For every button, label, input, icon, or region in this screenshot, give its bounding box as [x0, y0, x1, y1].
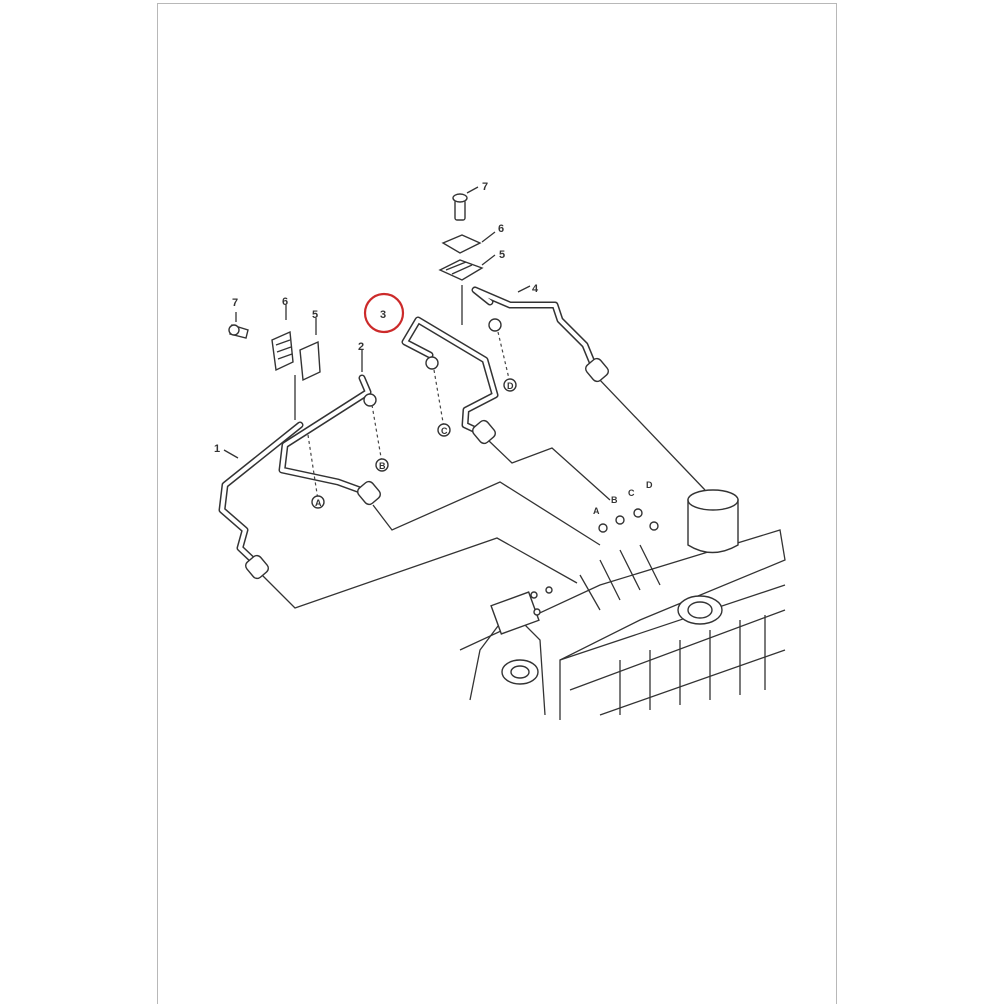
svg-text:C: C [441, 426, 448, 436]
highlight-circle [363, 292, 405, 334]
callout-pipe-4: 4 [532, 283, 539, 295]
routing-lines [261, 377, 706, 609]
svg-text:B: B [379, 461, 386, 471]
marker-a: A [311, 495, 325, 509]
injection-pipe-4 [471, 286, 609, 383]
callout-leaders [223, 186, 531, 459]
marker-b: B [375, 458, 389, 472]
callout-left-bracket-5: 5 [312, 309, 318, 321]
callout-pipe-3: 3 [380, 309, 386, 321]
engine-marker-b: B [611, 495, 618, 505]
connection-dashes [294, 285, 511, 501]
marker-d: D [503, 378, 517, 392]
callout-left-clamp-6: 6 [282, 296, 288, 308]
callout-left-bolt-7: 7 [232, 297, 238, 309]
engine-marker-c: C [628, 488, 635, 498]
callout-pipe-2: 2 [358, 341, 364, 353]
svg-text:B: B [611, 495, 618, 505]
marker-c: C [437, 423, 451, 437]
svg-text:D: D [507, 381, 514, 391]
injection-pipe-1 [218, 421, 304, 580]
svg-text:A: A [593, 506, 600, 516]
svg-text:A: A [315, 498, 322, 508]
callout-right-bracket-5: 5 [499, 249, 505, 261]
callout-right-bolt-7: 7 [482, 181, 488, 193]
engine-block [459, 489, 786, 720]
left-clamp-assembly [228, 324, 321, 382]
svg-text:C: C [628, 488, 635, 498]
right-clamp-assembly [438, 193, 484, 281]
callout-pipe-1: 1 [214, 443, 220, 455]
engine-marker-a: A [593, 506, 600, 516]
injection-pipe-3 [401, 316, 499, 445]
injection-pipe-2 [278, 374, 381, 506]
engine-marker-d: D [646, 480, 653, 490]
svg-text:D: D [646, 480, 653, 490]
callout-right-clamp-6: 6 [498, 223, 504, 235]
